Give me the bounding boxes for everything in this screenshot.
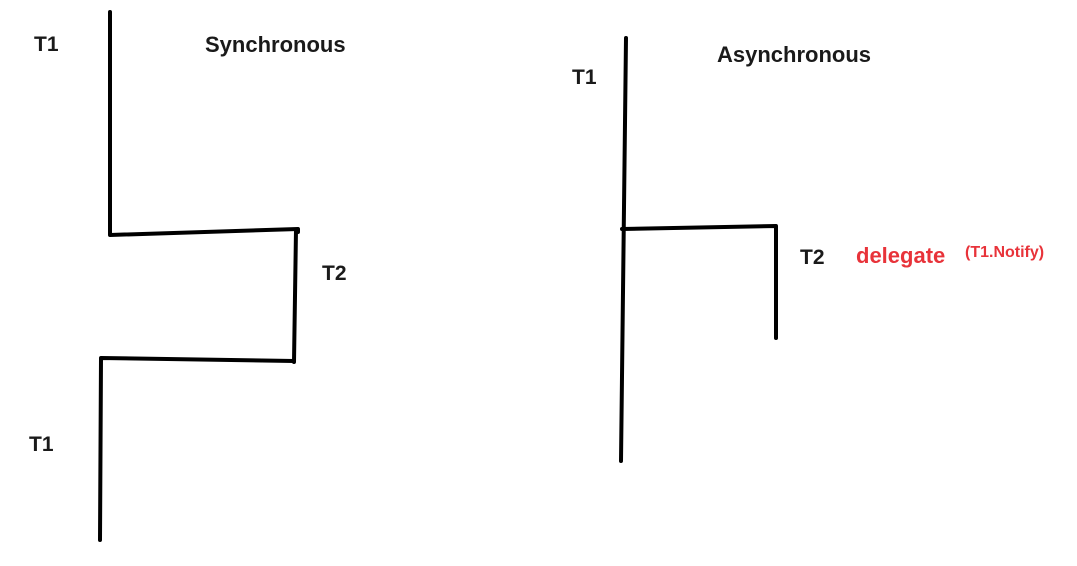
sync-title: Synchronous	[205, 32, 346, 57]
sync-label-t1-top: T1	[34, 33, 59, 56]
async-label-t1: T1	[572, 66, 597, 89]
delegate-label: delegate	[856, 243, 946, 268]
sync-t1-bottom-line	[98, 356, 296, 542]
async-title: Asynchronous	[717, 42, 872, 67]
sync-diagram	[98, 10, 300, 542]
sync-label-t1-bottom: T1	[29, 433, 54, 456]
async-label-t2: T2	[800, 246, 825, 269]
sync-t2-line	[292, 228, 298, 364]
async-t2-line	[620, 224, 778, 340]
async-diagram	[619, 36, 778, 463]
delegate-argument: (T1.Notify)	[965, 244, 1045, 261]
async-t1-line	[619, 36, 628, 463]
sync-label-t2: T2	[322, 262, 347, 285]
sync-t1-top-line	[108, 10, 300, 237]
